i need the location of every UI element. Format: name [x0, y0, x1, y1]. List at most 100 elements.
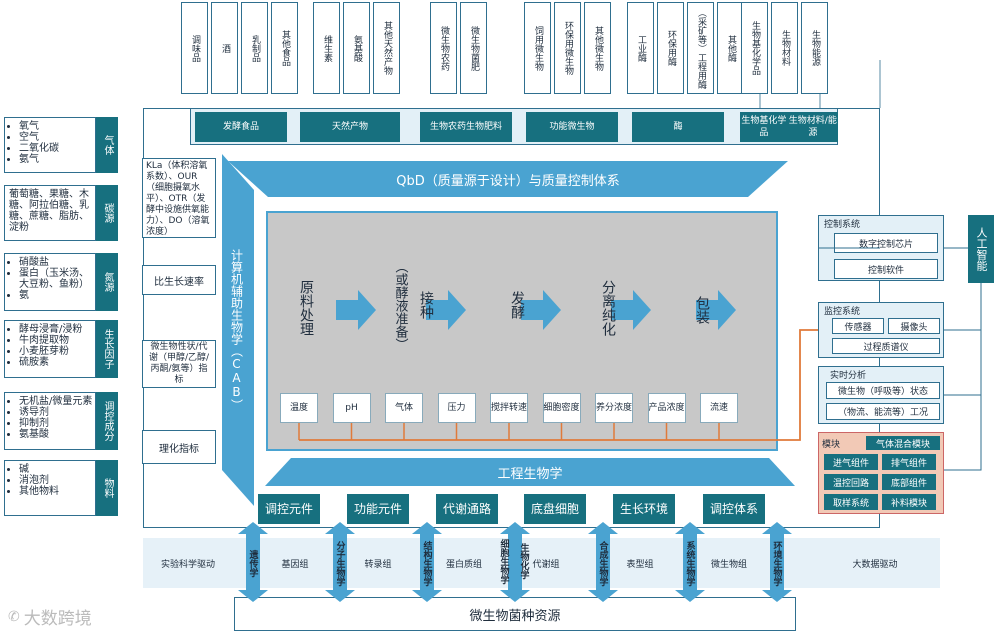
bio-arrow-label-5: 合成生物学 — [597, 540, 608, 586]
category-line: 生物肥料 — [466, 122, 503, 132]
control-item-chip: 数字控制芯片 — [834, 233, 938, 253]
bio-arrow-1 — [325, 522, 355, 602]
category-line: 天然产物 — [331, 122, 368, 132]
bottom-label-7: 大数据驱动 — [852, 559, 898, 570]
traits-box: 微生物性状/代谢（甲醇/乙醇/丙酮/氨等）指标 — [142, 340, 216, 388]
left-group-item: 无机盐/微量元素 — [19, 396, 93, 407]
left-group-2-items: 硝酸盐蛋白（玉米汤、大豆粉、鱼粉）氨 — [4, 253, 96, 311]
process-arrow-3 — [611, 290, 651, 330]
growth-box: 比生长速率 — [142, 265, 216, 295]
left-group-item: 酵母浸膏/浸粉 — [19, 324, 93, 335]
bio-arrow-label-3: 细胞生物学 — [498, 538, 509, 584]
left-group-item: 其他物料 — [19, 486, 93, 497]
process-arrows — [336, 290, 736, 330]
category-4: 酶 — [632, 112, 724, 142]
resource-box: 微生物菌种资源 — [234, 597, 796, 631]
ai-box: 人工智能 — [968, 215, 994, 283]
left-group-item: 诱导剂 — [19, 407, 93, 418]
monitor-item-camera: 摄像头 — [888, 318, 940, 334]
top-product-17: 生物材料 — [771, 2, 798, 94]
category-3: 功能微生物 — [526, 112, 618, 142]
left-group-item: 氧气 — [19, 121, 93, 132]
left-group-item: 碱 — [19, 464, 93, 475]
process-step-2: 接种 — [418, 291, 434, 319]
module-6: 补料模块 — [882, 494, 936, 510]
left-group-item: 空气 — [19, 132, 93, 143]
category-line: 生物基化学品 — [741, 116, 787, 138]
category-1: 天然产物 — [300, 112, 400, 142]
left-group-3-items: 酵母浸膏/浸粉牛肉提取物小麦胚芽粉硫胺素 — [4, 320, 96, 378]
module-1: 进气组件 — [824, 454, 878, 470]
bio-arrow-label-2: 结构生物学 — [421, 540, 432, 586]
qbd-label: QbD（质量源于设计）与质量控制体系 — [396, 173, 620, 189]
bio-arrow-label-1: 分子生物学 — [334, 540, 345, 586]
bottom-label-0: 实验科学驱动 — [160, 559, 215, 570]
category-line: 生物材料/能源 — [788, 116, 837, 138]
module-3: 温控回路 — [824, 474, 878, 490]
top-product-4: 维生素 — [313, 2, 340, 94]
bio-arrow-label-6: 系统生物学 — [684, 540, 695, 586]
sensor-1: pH — [332, 393, 371, 423]
sensor-4: 搅拌转速 — [490, 393, 528, 423]
left-group-5-items: 碱消泡剂其他物料 — [4, 460, 96, 516]
left-group-list: 氧气空气二氧化碳氨气 — [7, 121, 93, 165]
bio-arrow-0 — [238, 522, 268, 602]
cab-shape — [222, 154, 254, 506]
left-group-item: 抑制剂 — [19, 418, 93, 429]
bottom-band — [143, 538, 940, 588]
category-line: 生物农药 — [429, 122, 466, 132]
eng-item-5: 调控体系 — [703, 494, 765, 524]
bio-arrow-label-4: 生物化学 — [518, 543, 529, 579]
phys-box: 理化指标 — [142, 430, 216, 464]
bottom-label-5: 表型组 — [626, 559, 654, 570]
realtime-title: 实时分析 — [830, 371, 867, 381]
bio-arrow-5 — [675, 522, 705, 602]
watermark: ✆ 大数跨境 — [8, 608, 92, 630]
top-product-2: 乳制品 — [241, 2, 268, 94]
left-group-4-label: 调控成分 — [96, 392, 118, 450]
module-2: 排气组件 — [882, 454, 936, 470]
left-group-item: 牛肉提取物 — [19, 335, 93, 346]
left-group-list: 硝酸盐蛋白（玉米汤、大豆粉、鱼粉）氨 — [7, 257, 93, 301]
module-5: 取样系统 — [824, 494, 878, 510]
process-arrow-2 — [521, 290, 561, 330]
left-group-list: 酵母浸膏/浸粉牛肉提取物小麦胚芽粉硫胺素 — [7, 324, 93, 368]
bio-arrow-2 — [412, 522, 442, 602]
bottom-label-6: 微生物组 — [710, 559, 747, 570]
top-product-15: 其他酶 — [717, 2, 744, 94]
sensor-5: 细胞密度 — [542, 393, 581, 423]
module-0: 气体混合模块 — [866, 436, 940, 450]
top-product-6: 其他天然产物 — [373, 2, 400, 94]
top-product-16: 生物基化学品 — [741, 2, 768, 94]
monitor-item-sensor: 传感器 — [832, 318, 884, 334]
top-product-18: 生物能源 — [801, 2, 828, 94]
process-arrow-4 — [696, 290, 736, 330]
monitor-title: 监控系统 — [824, 307, 861, 317]
cab-label: 计算机辅助生物学（CAB） — [229, 249, 244, 411]
eng-item-3: 底盘细胞 — [524, 494, 586, 524]
sensor-0: 温度 — [280, 393, 318, 423]
bottom-label-2: 转录组 — [364, 559, 392, 570]
left-group-item: 硫胺素 — [19, 357, 93, 368]
category-bar — [190, 108, 838, 145]
eng-item-2: 代谢通路 — [436, 494, 498, 524]
left-group-2-label: 氮源 — [96, 253, 118, 311]
top-product-14: （采矿等）工程用酶 — [687, 2, 714, 94]
category-2: 生物农药生物肥料 — [420, 112, 512, 142]
category-line: 功能微生物 — [549, 122, 595, 132]
left-group-item: 氨基酸 — [19, 429, 93, 440]
bio-arrow-label-0: 遗传学 — [247, 549, 258, 577]
process-step-3: 发酵 — [509, 291, 525, 319]
sensor-7: 产品浓度 — [647, 393, 686, 423]
left-group-0-items: 氧气空气二氧化碳氨气 — [4, 117, 96, 173]
watermark-logo-icon: ✆ — [8, 608, 20, 625]
sensor-2: 气体 — [385, 393, 423, 423]
category-line: 发酵食品 — [222, 122, 259, 132]
left-group-item: 蛋白（玉米汤、大豆粉、鱼粉） — [19, 268, 93, 290]
top-product-12: 工业酶 — [627, 2, 654, 94]
left-group-list: 碱消泡剂其他物料 — [7, 464, 93, 497]
top-product-0: 调味品 — [181, 2, 208, 94]
top-product-5: 氨基酸 — [343, 2, 370, 94]
bottom-label-3: 蛋白质组 — [445, 559, 482, 570]
monitor-item-ms: 过程质谱仪 — [832, 338, 940, 354]
